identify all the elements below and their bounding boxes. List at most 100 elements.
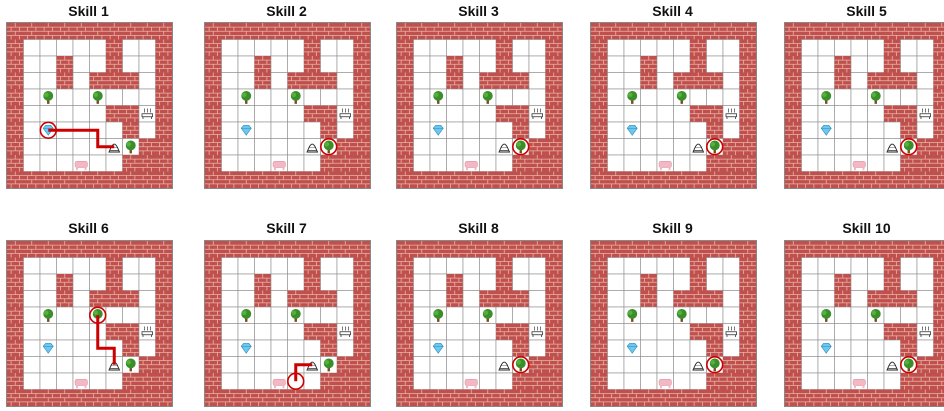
floor-cell bbox=[868, 357, 885, 374]
floor-cell bbox=[90, 56, 107, 73]
floor-cell bbox=[73, 258, 90, 275]
floor-cell bbox=[707, 56, 724, 73]
floor-cell bbox=[73, 291, 90, 308]
floor-cell bbox=[901, 40, 918, 57]
floor-cell bbox=[723, 56, 740, 73]
floor-cell bbox=[641, 340, 658, 357]
floor-cell bbox=[624, 73, 641, 90]
floor-cell bbox=[321, 274, 338, 291]
floor-cell bbox=[608, 291, 625, 308]
floor-cell bbox=[222, 357, 239, 374]
floor-cell bbox=[641, 106, 658, 123]
floor-cell bbox=[57, 40, 74, 57]
floor-cell bbox=[901, 307, 918, 324]
floor-cell bbox=[480, 106, 497, 123]
floor-cell bbox=[271, 291, 288, 308]
floor-cell bbox=[835, 155, 852, 172]
skill-panel-title: Skill 9 bbox=[590, 220, 755, 236]
floor-cell bbox=[463, 106, 480, 123]
floor-cell bbox=[480, 340, 497, 357]
floor-cell bbox=[674, 258, 691, 275]
floor-cell bbox=[851, 106, 868, 123]
floor-cell bbox=[884, 155, 901, 172]
skill-panel-title: Skill 8 bbox=[396, 220, 561, 236]
floor-cell bbox=[608, 258, 625, 275]
floor-cell bbox=[24, 291, 41, 308]
grid-map bbox=[784, 240, 944, 407]
floor-cell bbox=[447, 258, 464, 275]
floor-cell bbox=[222, 258, 239, 275]
floor-cell bbox=[480, 373, 497, 390]
floor-cell bbox=[868, 40, 885, 57]
floor-cell bbox=[513, 40, 530, 57]
floor-cell bbox=[414, 291, 431, 308]
floor-cell bbox=[608, 340, 625, 357]
floor-cell bbox=[657, 324, 674, 341]
floor-cell bbox=[463, 89, 480, 106]
floor-cell bbox=[917, 291, 934, 308]
floor-cell bbox=[690, 155, 707, 172]
floor-cell bbox=[624, 373, 641, 390]
floor-cell bbox=[818, 56, 835, 73]
floor-cell bbox=[255, 258, 272, 275]
skill-panel-title: Skill 3 bbox=[396, 3, 561, 19]
floor-cell bbox=[868, 106, 885, 123]
grid-map bbox=[590, 22, 757, 189]
floor-cell bbox=[238, 357, 255, 374]
floor-cell bbox=[641, 357, 658, 374]
floor-cell bbox=[414, 40, 431, 57]
floor-cell bbox=[463, 40, 480, 57]
floor-cell bbox=[868, 340, 885, 357]
floor-cell bbox=[447, 307, 464, 324]
floor-cell bbox=[57, 89, 74, 106]
floor-cell bbox=[321, 40, 338, 57]
floor-cell bbox=[802, 274, 819, 291]
floor-cell bbox=[222, 139, 239, 156]
floor-cell bbox=[106, 307, 123, 324]
floor-cell bbox=[222, 122, 239, 139]
floor-cell bbox=[123, 56, 140, 73]
floor-cell bbox=[818, 106, 835, 123]
floor-cell bbox=[222, 274, 239, 291]
floor-cell bbox=[818, 73, 835, 90]
floor-cell bbox=[608, 122, 625, 139]
floor-cell bbox=[707, 89, 724, 106]
floor-cell bbox=[414, 307, 431, 324]
floor-cell bbox=[657, 73, 674, 90]
floor-cell bbox=[447, 324, 464, 341]
floor-cell bbox=[513, 274, 530, 291]
floor-cell bbox=[414, 258, 431, 275]
floor-cell bbox=[723, 291, 740, 308]
floor-cell bbox=[818, 258, 835, 275]
floor-cell bbox=[271, 139, 288, 156]
floor-cell bbox=[480, 56, 497, 73]
floor-cell bbox=[851, 258, 868, 275]
floor-cell bbox=[496, 122, 513, 139]
floor-cell bbox=[641, 307, 658, 324]
floor-cell bbox=[255, 307, 272, 324]
floor-cell bbox=[608, 73, 625, 90]
floor-cell bbox=[40, 324, 57, 341]
floor-cell bbox=[641, 40, 658, 57]
floor-cell bbox=[851, 139, 868, 156]
floor-cell bbox=[496, 340, 513, 357]
floor-cell bbox=[657, 89, 674, 106]
floor-cell bbox=[884, 373, 901, 390]
floor-cell bbox=[430, 291, 447, 308]
floor-cell bbox=[430, 274, 447, 291]
floor-cell bbox=[24, 40, 41, 57]
floor-cell bbox=[818, 291, 835, 308]
floor-cell bbox=[868, 139, 885, 156]
floor-cell bbox=[414, 373, 431, 390]
floor-cell bbox=[851, 40, 868, 57]
floor-cell bbox=[851, 56, 868, 73]
floor-cell bbox=[447, 139, 464, 156]
floor-cell bbox=[123, 40, 140, 57]
floor-cell bbox=[57, 106, 74, 123]
floor-cell bbox=[513, 89, 530, 106]
floor-cell bbox=[529, 56, 546, 73]
floor-cell bbox=[707, 258, 724, 275]
floor-cell bbox=[463, 324, 480, 341]
floor-cell bbox=[624, 40, 641, 57]
floor-cell bbox=[496, 307, 513, 324]
